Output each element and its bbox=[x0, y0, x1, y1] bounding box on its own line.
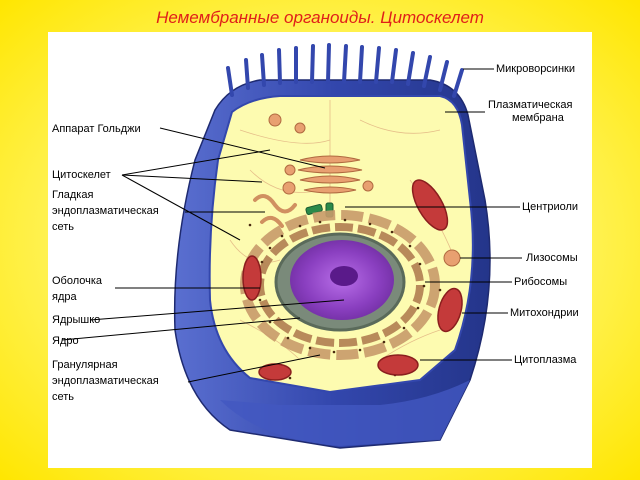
label-nuclear-envelope-line1: Оболочка bbox=[52, 275, 103, 287]
label-nuclear-envelope-line2: ядра bbox=[52, 291, 77, 303]
label-rough-er-line2: эндоплазматическая bbox=[52, 375, 159, 387]
microvilli bbox=[226, 43, 464, 98]
label-plasma-membrane-line1: Плазматическая bbox=[488, 99, 573, 111]
label-mitochondria: Митохондрии bbox=[510, 307, 579, 319]
label-smooth-er-line3: сеть bbox=[52, 221, 74, 233]
golgi-apparatus bbox=[282, 155, 374, 195]
label-nucleus: Ядро bbox=[52, 335, 79, 347]
label-rough-er-line3: сеть bbox=[52, 391, 74, 403]
mitochondria bbox=[242, 179, 463, 381]
smooth-er bbox=[253, 194, 297, 228]
label-ribosomes: Рибосомы bbox=[514, 276, 567, 288]
label-plasma-membrane-line2: мембрана bbox=[512, 112, 565, 124]
label-nucleolus: Ядрышко bbox=[52, 314, 100, 326]
label-cytoplasm: Цитоплазма bbox=[514, 354, 577, 366]
label-lysosomes: Лизосомы bbox=[526, 252, 578, 264]
label-microvilli: Микроворсинки bbox=[496, 63, 575, 75]
leader-lines bbox=[61, 68, 522, 383]
label-smooth-er-line2: эндоплазматическая bbox=[52, 205, 159, 217]
page-title: Немембранные органоиды. Цитоскелет bbox=[156, 8, 484, 27]
label-cytoskeleton: Цитоскелет bbox=[52, 169, 111, 181]
label-centrioles: Центриоли bbox=[522, 201, 578, 213]
nucleolus-shape bbox=[330, 266, 358, 286]
label-smooth-er-line1: Гладкая bbox=[52, 189, 93, 201]
lysosomes bbox=[268, 113, 461, 267]
label-golgi: Аппарат Гольджи bbox=[52, 123, 141, 135]
label-rough-er-line1: Гранулярная bbox=[52, 359, 118, 371]
